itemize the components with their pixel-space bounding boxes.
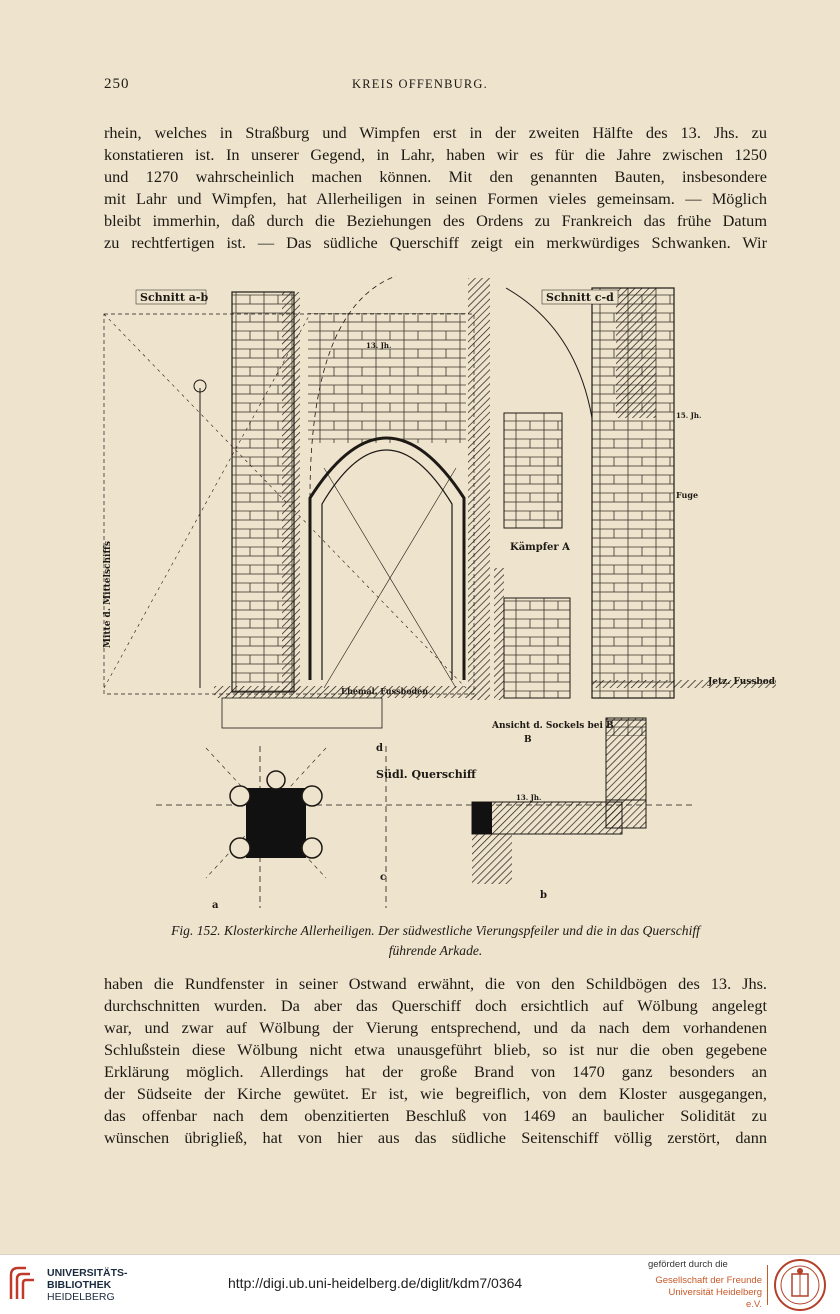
section-cd: Schnitt c-d Kämpfer A Jetz. Fussboden Fu… <box>491 287 776 801</box>
figure-caption: Fig. 152. Klosterkirche Allerheiligen. D… <box>104 921 767 961</box>
text-line: haben die Rundfenster in seiner Ostwand … <box>104 974 767 993</box>
library-name-line: BIBLIOTHEK <box>47 1279 112 1291</box>
label-base-view: Ansicht d. Sockels bei B <box>491 721 614 731</box>
university-seal-icon <box>774 1259 826 1311</box>
sponsor-name: Gesellschaft der Freunde Universität Hei… <box>650 1275 762 1311</box>
text-line: konstatieren ist. In unserer Gegend, in … <box>104 145 767 164</box>
text-line: war, und zwar auf Wölbung der Vierung en… <box>104 1018 767 1037</box>
label-impost: Kämpfer A <box>510 542 570 553</box>
label-current-floor: Jetz. Fussboden <box>707 677 776 687</box>
caption-line: führende Arkade. <box>388 943 483 958</box>
label-transept: Südl. Querschiff <box>376 768 477 781</box>
library-name-line: HEIDELBERG <box>47 1291 115 1303</box>
label-section-ab: Schnitt a-b <box>140 291 209 304</box>
footer-divider <box>767 1265 768 1305</box>
text-line: mit Lahr und Wimpfen, hat Allerheiligen … <box>104 189 767 208</box>
permalink-url[interactable]: http://digi.ub.uni-heidelberg.de/diglit/… <box>228 1275 523 1291</box>
text-line: der Südseite der Kirche gewütet. Er ist,… <box>104 1084 767 1103</box>
floor-plan: d Südl. Querschiff a b c 13. Jh. <box>156 717 696 911</box>
text-line: wünschen übrigließ, hat von hier aus das… <box>104 1128 767 1147</box>
text-line: bleibt immerhin, daß durch die Beziehung… <box>104 211 767 230</box>
label-old-floor: Ehemal. Fussboden <box>341 686 428 696</box>
text-line: rhein, welches in Straßburg und Wimpfen … <box>104 123 767 142</box>
paragraph-bottom: haben die Rundfenster in seiner Ostwand … <box>104 973 767 1149</box>
caption-line: Fig. 152. Klosterkirche Allerheiligen. D… <box>171 923 700 938</box>
text-line: durchschnitten wurden. Da aber das Quers… <box>104 996 767 1015</box>
label-a: a <box>212 900 219 911</box>
label-b: b <box>540 890 547 901</box>
library-name: UNIVERSITÄTS- BIBLIOTHEK HEIDELBERG <box>47 1267 128 1303</box>
scanned-page: 250 KREIS OFFENBURG. rhein, welches in S… <box>103 76 776 1149</box>
text-line: zu rechtfertigen ist. — Das südliche Que… <box>104 233 767 252</box>
text-line: Erklärung möglich. Allerdings hat der gr… <box>104 1062 767 1081</box>
text-line: das offenbar nach dem obenzitierten Besc… <box>104 1106 767 1125</box>
label-b-capital: B <box>524 735 532 745</box>
label-century-15: 15. Jh. <box>676 411 701 420</box>
label-fuge: Fuge <box>676 490 698 500</box>
label-c: c <box>380 872 386 883</box>
page-number: 250 <box>104 76 130 92</box>
sponsor-label: gefördert durch die <box>648 1259 728 1270</box>
sponsor-name-line: Universität Heidelberg e.V. <box>668 1287 762 1310</box>
library-footer: UNIVERSITÄTS- BIBLIOTHEK HEIDELBERG http… <box>0 1254 840 1314</box>
text-line: Schlußstein diese Wölbung nicht etwa una… <box>104 1040 767 1059</box>
label-century: 13. Jh. <box>366 341 391 350</box>
label-century-plan: 13. Jh. <box>516 793 541 802</box>
sponsor-name-line: Gesellschaft der Freunde <box>655 1275 762 1286</box>
section-ab: Schnitt a-b Mitte d. Mittelschiffs Ehema… <box>103 275 490 729</box>
running-title: KREIS OFFENBURG. <box>352 77 488 91</box>
label-section-cd: Schnitt c-d <box>546 291 614 304</box>
library-name-line: UNIVERSITÄTS- <box>47 1267 128 1279</box>
label-d: d <box>376 743 383 754</box>
architectural-drawing: Schnitt a-b Mitte d. Mittelschiffs Ehema… <box>103 275 776 911</box>
text-line: und 1270 wahrscheinlich machen können. M… <box>104 167 767 186</box>
paragraph-top: rhein, welches in Straßburg und Wimpfen … <box>104 122 767 254</box>
university-library-logo-icon <box>9 1266 34 1299</box>
label-mid-axis: Mitte d. Mittelschiffs <box>103 541 113 648</box>
